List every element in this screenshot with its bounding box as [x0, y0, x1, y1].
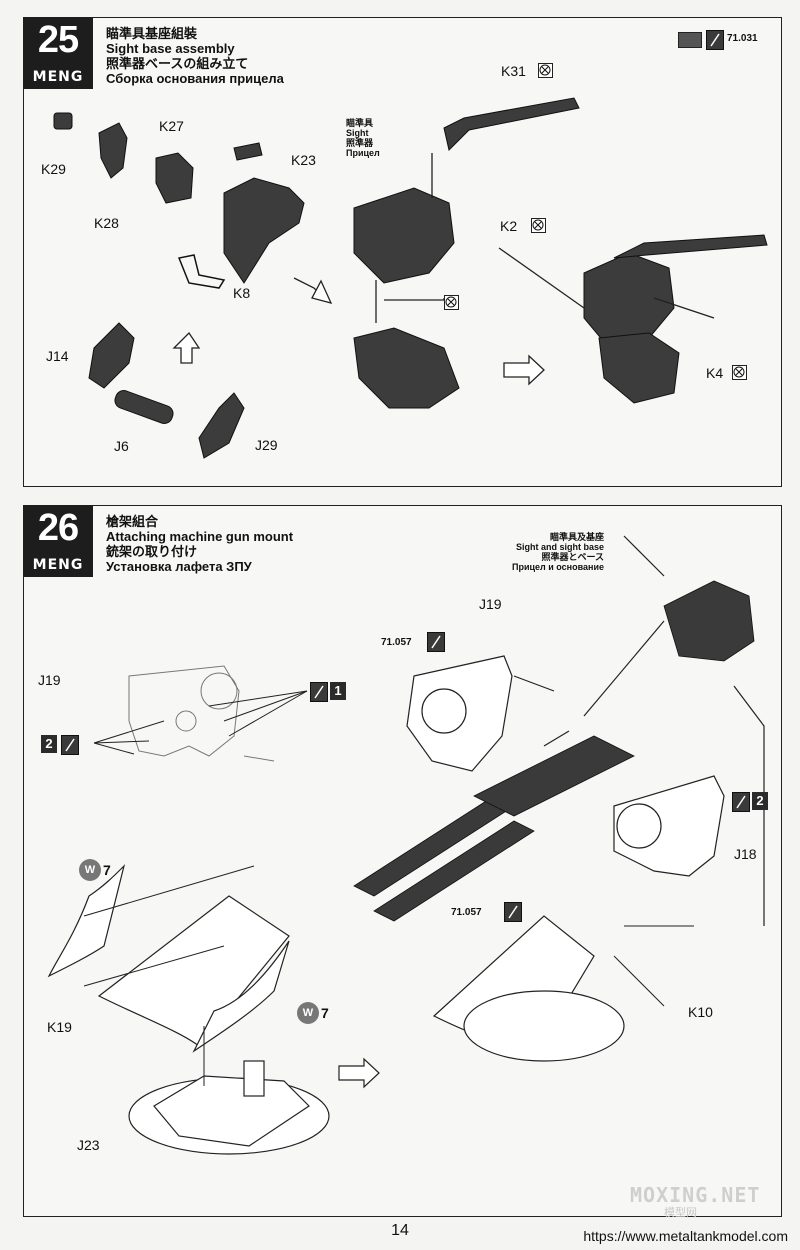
paint-code: 71.057: [451, 907, 482, 918]
part-k23: K23: [291, 152, 316, 168]
paint-marker-2: 2: [41, 735, 57, 753]
paint-marker-2: 2: [752, 792, 768, 810]
title-jp: 銃架の取り付け: [106, 544, 198, 559]
part-k4: K4: [706, 365, 724, 381]
brush-icon: [310, 682, 328, 702]
part-j14: J14: [46, 348, 69, 364]
part-k31: K31: [501, 63, 526, 79]
part-k2: K2: [500, 218, 518, 234]
no-glue-icon: [531, 218, 546, 233]
part-j29: J29: [255, 437, 278, 453]
weathering-badge: W: [297, 1002, 319, 1024]
paint-marker-1: 1: [330, 682, 346, 700]
title-cn: 瞄準具基座組裝: [106, 26, 198, 41]
step-26-badge: 26 MENG: [23, 505, 93, 577]
part-j18: J18: [734, 846, 757, 862]
brush-icon: [61, 735, 79, 755]
watermark: MOXING.NET: [630, 1183, 761, 1207]
part-j6: J6: [114, 438, 129, 454]
watermark-sub: 模型网: [664, 1207, 697, 1219]
brush-icon: [504, 902, 522, 922]
part-j19-detail: J19: [38, 672, 61, 688]
title-ru: Установка лафета ЗПУ: [106, 559, 252, 574]
part-j23: J23: [77, 1137, 100, 1153]
step-26-titles: 槍架組合 Attaching machine gun mount 銃架の取り付け…: [106, 514, 293, 574]
title-en: Attaching machine gun mount: [106, 529, 294, 544]
part-k27: K27: [159, 118, 184, 134]
step-25-titles: 瞄準具基座組裝 Sight base assembly 照準器ベースの組み立て …: [106, 26, 284, 86]
step-number: 26: [37, 507, 79, 549]
part-k29: K29: [41, 161, 66, 177]
step-25-drawing: [53, 97, 768, 459]
title-en: Sight base assembly: [106, 41, 235, 56]
page-number: 14: [391, 1222, 409, 1239]
part-k28: K28: [94, 215, 119, 231]
no-glue-icon: [538, 63, 553, 78]
title-jp: 照準器ベースの組み立て: [106, 56, 249, 71]
paint-swatch: [678, 32, 702, 48]
step-26-panel: 26 MENG 槍架組合 Attaching machine gun mount…: [23, 505, 782, 1217]
weathering-badge: W: [79, 859, 101, 881]
step-26-drawing: [47, 535, 765, 1155]
step-25-panel: 25 MENG 瞄準具基座組裝 Sight base assembly 照準器ベ…: [23, 17, 782, 487]
sight-base-label: 瞄準具及基座 Sight and sight base 照準器とベース Приц…: [512, 532, 604, 572]
sight-label: 瞄準具 Sight 照準器 Прицел: [346, 118, 380, 158]
weathering-number: 7: [103, 862, 111, 878]
brush-icon: [427, 632, 445, 652]
no-glue-icon: [444, 295, 459, 310]
title-cn: 槍架組合: [106, 514, 159, 529]
paint-code: 71.031: [727, 33, 758, 44]
brand-logo: MENG: [32, 69, 84, 85]
step-25-badge: 25 MENG: [23, 17, 93, 89]
paint-code: 71.057: [381, 637, 412, 648]
brand-logo: MENG: [32, 557, 84, 573]
weathering-number: 7: [321, 1005, 329, 1021]
part-j19: J19: [479, 596, 502, 612]
brush-icon: [706, 30, 724, 50]
no-glue-icon: [732, 365, 747, 380]
part-k10: K10: [688, 1004, 713, 1020]
brush-icon: [732, 792, 750, 812]
site-url: https://www.metaltankmodel.com: [583, 1228, 788, 1244]
part-k19: K19: [47, 1019, 72, 1035]
title-ru: Сборка основания прицела: [106, 71, 284, 86]
part-k8: K8: [233, 285, 251, 301]
step-number: 25: [37, 19, 79, 61]
